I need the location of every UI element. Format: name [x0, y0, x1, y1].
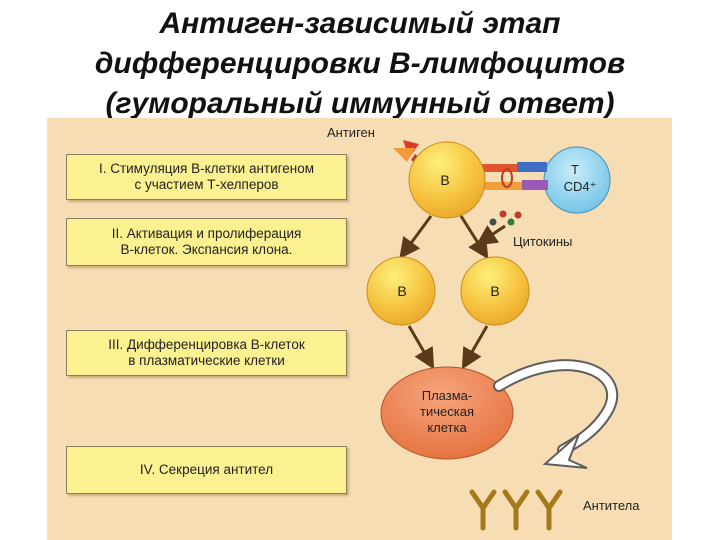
cytokines-icon	[489, 210, 522, 226]
stage-1-line-1: I. Стимуляция В-клетки антигеном	[98, 161, 315, 176]
stage-box-2: II. Активация и пролиферация В-клеток. Э…	[66, 218, 347, 266]
title-line-1: Антиген-зависимый этап	[159, 7, 561, 40]
stage-4-line-1: IV. Секреция антител	[139, 462, 274, 477]
plasma-cell	[380, 366, 514, 460]
plasma-cell-label-3: клетка	[427, 420, 467, 435]
cytokine-arrow	[475, 224, 506, 246]
b-cell-daughter-left-label: В	[397, 283, 406, 299]
stage-3-line-1: III. Дифференцировка В-клеток	[108, 337, 305, 352]
b-cell-daughter-right	[460, 256, 530, 326]
title-line-2: дифференцировки В-лимфоцитов	[94, 47, 626, 80]
stage-2-line-2: В-клеток. Экспансия клона.	[120, 242, 293, 257]
arrow-to-plasma-left	[407, 325, 435, 370]
plasma-cell-label-1: Плазма-	[422, 388, 472, 403]
lymphocyte-diagram: Антиген Т CD4⁺ В	[327, 125, 640, 531]
antibody-icon-3	[535, 489, 563, 531]
antigen-label: Антиген	[327, 125, 375, 140]
arrow-b-to-daughter-right	[459, 215, 489, 260]
stage-box-1: I. Стимуляция В-клетки антигеном с участ…	[66, 154, 347, 200]
page-title: Антиген-зависимый этап дифференцировки В…	[0, 4, 720, 124]
tcr-mhc-complex-icon	[481, 162, 548, 190]
stage-box-3: III. Дифференцировка В-клеток в плазмати…	[66, 330, 347, 376]
arrow-b-to-daughter-left	[399, 215, 433, 260]
stage-1-line-2: с участием Т-хелперов	[134, 177, 279, 192]
plasma-cell-label-2: тическая	[420, 404, 474, 419]
b-cell-initial	[408, 141, 486, 219]
antibody-icon-1	[469, 489, 497, 531]
antigen-icon	[393, 140, 419, 162]
b-cell-initial-label: В	[440, 172, 449, 188]
secretion-arrow	[493, 359, 619, 469]
arrow-to-plasma-right	[461, 325, 489, 370]
stage-box-4: IV. Секреция антител	[66, 446, 347, 494]
b-cell-daughter-left	[366, 256, 436, 326]
antibody-icon-2	[502, 489, 530, 531]
stage-2-line-1: II. Активация и пролиферация	[111, 226, 302, 241]
title-line-3: (гуморальный иммунный ответ)	[105, 87, 615, 120]
t-cell-label: Т	[571, 162, 579, 177]
antibodies-label: Антитела	[583, 498, 640, 513]
b-cell-daughter-right-label: В	[490, 283, 499, 299]
diagram-panel: I. Стимуляция В-клетки антигеном с участ…	[47, 118, 672, 540]
t-cell-cd4-label: CD4⁺	[564, 179, 597, 194]
stage-3-line-2: в плазматические клетки	[128, 353, 285, 368]
cytokines-label: Цитокины	[513, 234, 572, 249]
